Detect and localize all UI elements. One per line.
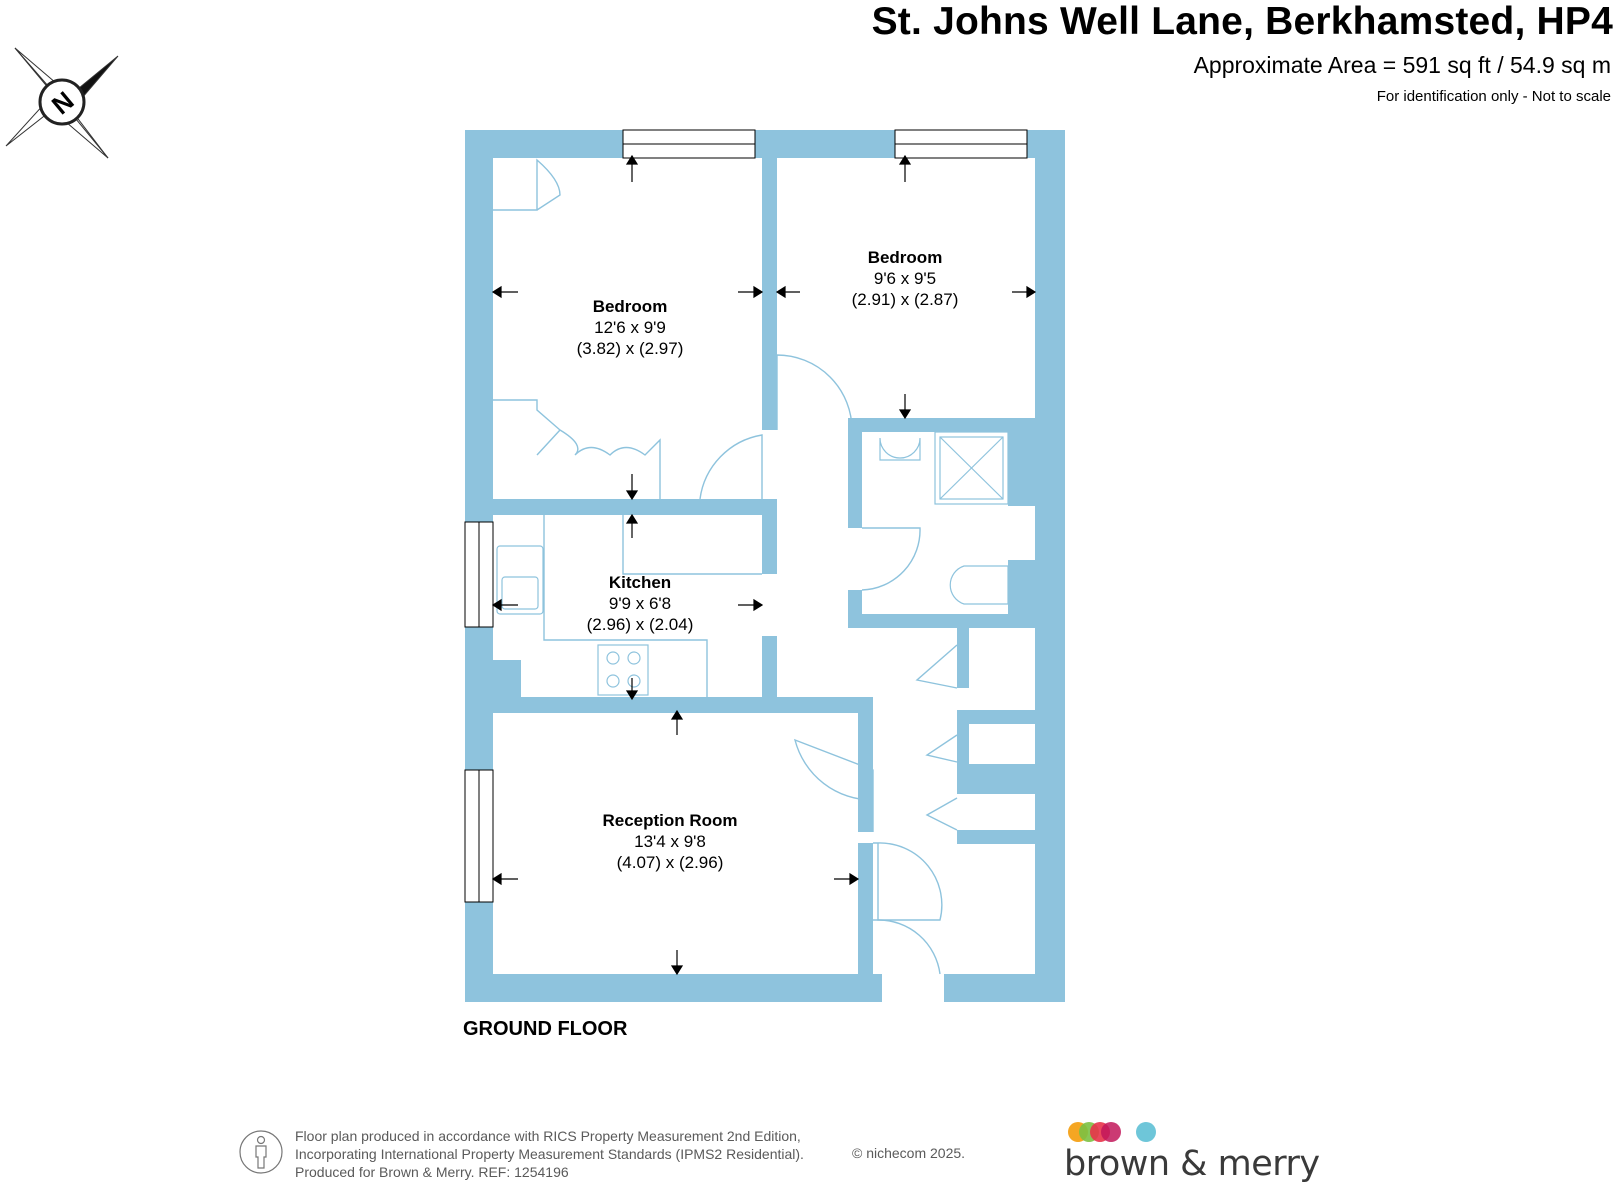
room-name: Kitchen — [608, 573, 672, 592]
footer-text: Floor plan produced in accordance with R… — [295, 1127, 804, 1181]
fixtures — [496, 431, 1009, 696]
footer-line: Incorporating International Property Mea… — [295, 1146, 804, 1162]
room-dimensions-imperial: 9'6 x 9'5 — [873, 269, 937, 288]
brand-logo-text: brown & merry — [1064, 1144, 1320, 1184]
footer-line: Produced for Brown & Merry. REF: 1254196 — [295, 1164, 569, 1180]
copyright: © nichecom 2025. — [852, 1145, 966, 1161]
room-dimensions-metric: (4.07) x (2.96) — [616, 853, 724, 872]
room-label-bedroom-2: Bedroom 9'6 x 9'5 (2.91) x (2.87) — [845, 247, 965, 310]
room-dimensions-metric: (3.82) x (2.97) — [576, 339, 684, 358]
floor-label: GROUND FLOOR — [463, 1018, 628, 1040]
room-dimensions-metric: (2.96) x (2.04) — [586, 615, 694, 634]
windows — [464, 129, 1028, 903]
scale-note: For identification only - Not to scale — [1376, 88, 1611, 105]
room-dimensions-imperial: 13'4 x 9'8 — [634, 832, 706, 851]
page-title: St. Johns Well Lane, Berkhamsted, HP4 — [871, 0, 1613, 43]
dimension-arrows — [491, 154, 1037, 976]
room-name: Bedroom — [592, 297, 668, 316]
room-name: Bedroom — [867, 248, 943, 267]
room-dimensions-imperial: 12'6 x 9'9 — [594, 318, 666, 337]
room-label-reception: Reception Room 13'4 x 9'8 (4.07) x (2.96… — [590, 810, 750, 873]
approximate-area: Approximate Area = 591 sq ft / 54.9 sq m — [1193, 52, 1611, 78]
brand-dots-icon — [1068, 1122, 1156, 1142]
room-dimensions-metric: (2.91) x (2.87) — [851, 290, 959, 309]
room-dimensions-imperial: 9'9 x 6'8 — [608, 594, 672, 613]
person-icon — [239, 1130, 283, 1174]
compass-icon: N — [5, 47, 119, 159]
room-label-bedroom-1: Bedroom 12'6 x 9'9 (3.82) x (2.97) — [570, 296, 690, 359]
footer-line: Floor plan produced in accordance with R… — [295, 1128, 801, 1144]
room-name: Reception Room — [602, 811, 738, 830]
room-label-kitchen: Kitchen 9'9 x 6'8 (2.96) x (2.04) — [580, 572, 700, 635]
door-swings — [493, 158, 958, 975]
